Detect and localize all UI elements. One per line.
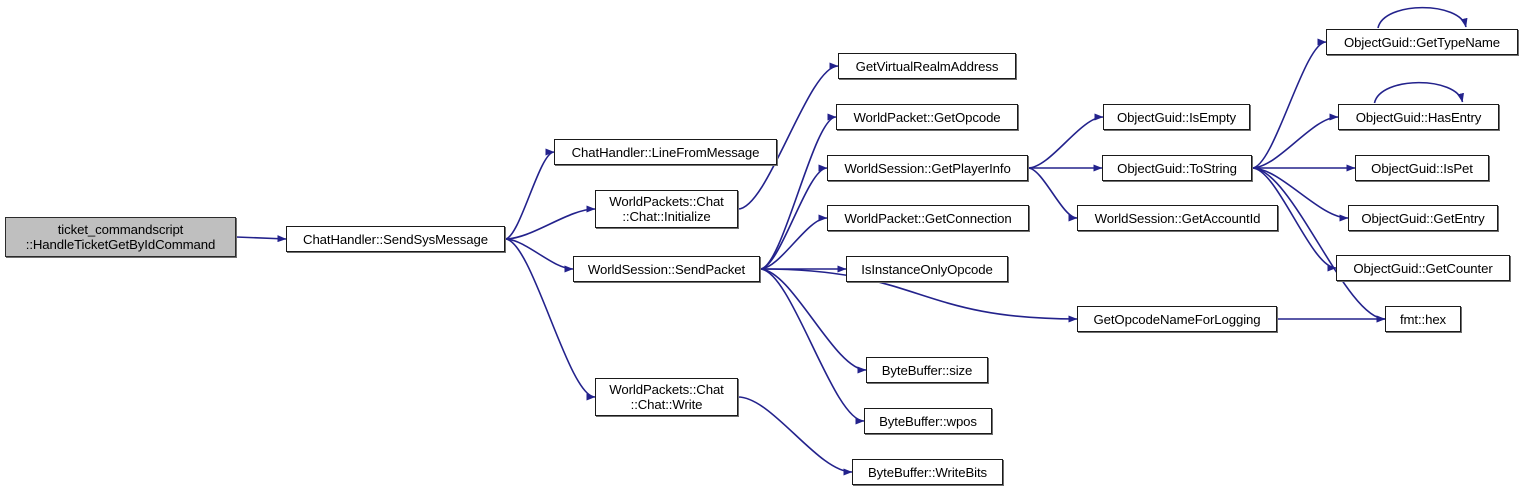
edge-sendpacket-to-getplayerinfo [759, 164, 828, 270]
edge-hasentry-to-hasentry [1373, 81, 1464, 104]
edge-getplayerinfo-to-isempty [1027, 113, 1104, 169]
edge-root-to-sendsys [235, 235, 287, 243]
graph-node-getconnection[interactable]: WorldPacket::GetConnection [827, 205, 1029, 231]
graph-node-sendsys[interactable]: ChatHandler::SendSysMessage [286, 226, 505, 252]
graph-node-getopcodename[interactable]: GetOpcodeNameForLogging [1077, 306, 1277, 332]
graph-node-getaccountid[interactable]: WorldSession::GetAccountId [1077, 205, 1278, 231]
graph-node-getcounter[interactable]: ObjectGuid::GetCounter [1336, 255, 1510, 281]
graph-node-root[interactable]: ticket_commandscript ::HandleTicketGetBy… [5, 217, 236, 257]
edge-sendsys-to-sendpacket [504, 238, 574, 273]
edge-tostring-to-gettypename [1251, 38, 1327, 169]
graph-node-sendpacket[interactable]: WorldSession::SendPacket [573, 256, 760, 282]
graph-node-isinstanceonly[interactable]: IsInstanceOnlyOpcode [846, 256, 1008, 282]
graph-node-bbwritebits[interactable]: ByteBuffer::WriteBits [852, 459, 1003, 485]
graph-node-isempty[interactable]: ObjectGuid::IsEmpty [1103, 104, 1250, 130]
edge-getplayerinfo-to-getaccountid [1027, 167, 1078, 222]
graph-node-getentry[interactable]: ObjectGuid::GetEntry [1348, 205, 1498, 231]
graph-node-chatwrite[interactable]: WorldPackets::Chat ::Chat::Write [595, 378, 738, 416]
graph-node-hasentry[interactable]: ObjectGuid::HasEntry [1338, 104, 1499, 130]
graph-node-getopcode[interactable]: WorldPacket::GetOpcode [836, 104, 1018, 130]
graph-node-linefrom[interactable]: ChatHandler::LineFromMessage [554, 139, 777, 165]
edge-sendpacket-to-getconnection [759, 214, 828, 270]
graph-node-getplayerinfo[interactable]: WorldSession::GetPlayerInfo [827, 155, 1028, 181]
graph-node-bbsize[interactable]: ByteBuffer::size [866, 357, 988, 383]
edge-sendpacket-to-bbsize [759, 268, 867, 374]
edge-sendsys-to-chatinit [504, 205, 596, 240]
graph-node-getvra[interactable]: GetVirtualRealmAddress [838, 53, 1016, 79]
graph-node-ispet[interactable]: ObjectGuid::IsPet [1355, 155, 1489, 181]
graph-node-gettypename[interactable]: ObjectGuid::GetTypeName [1326, 29, 1518, 55]
edge-tostring-to-hasentry [1251, 113, 1339, 169]
edge-gettypename-to-gettypename [1377, 6, 1468, 29]
graph-node-bbwpos[interactable]: ByteBuffer::wpos [864, 408, 992, 434]
edge-sendsys-to-linefrom [504, 148, 555, 240]
edge-chatinit-to-getvra [737, 62, 839, 210]
edge-chatwrite-to-bbwritebits [737, 396, 853, 476]
graph-node-fmthex[interactable]: fmt::hex [1385, 306, 1461, 332]
graph-node-chatinit[interactable]: WorldPackets::Chat ::Chat::Initialize [595, 190, 738, 228]
edge-sendpacket-to-bbwpos [759, 268, 865, 425]
graph-node-tostring[interactable]: ObjectGuid::ToString [1102, 155, 1252, 181]
edge-tostring-to-fmthex [1251, 167, 1386, 323]
